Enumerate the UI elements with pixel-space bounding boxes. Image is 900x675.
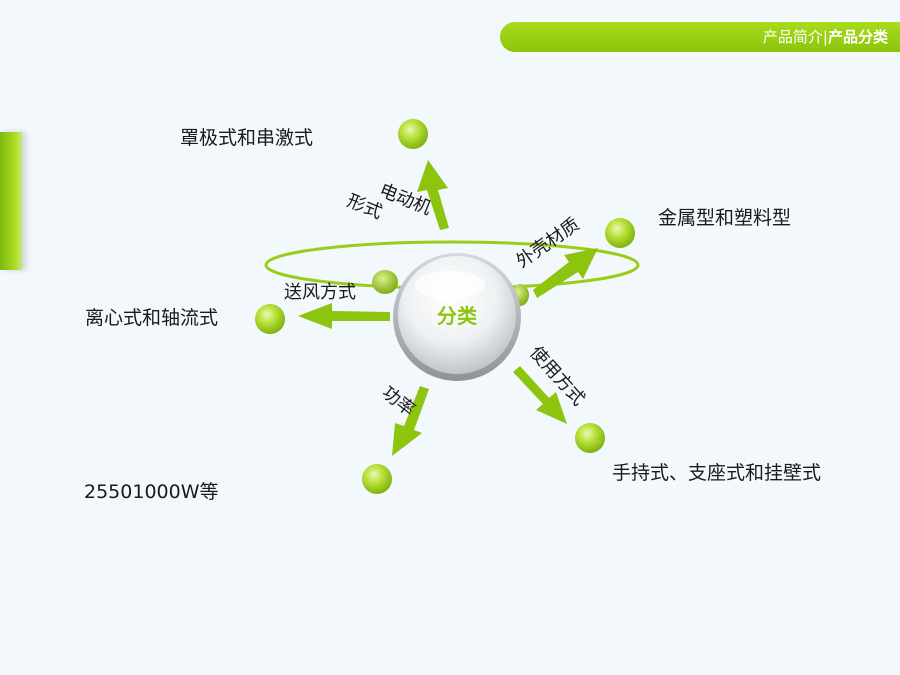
breadcrumb-current[interactable]: 产品分类	[827, 28, 888, 46]
arrow-air	[298, 303, 390, 329]
node-dot-usage	[575, 423, 605, 453]
center-node-label: 分类	[437, 304, 477, 328]
breadcrumb-separator: |	[822, 28, 828, 46]
leaf-label-usage: 手持式、支座式和挂壁式	[612, 462, 822, 484]
leaf-label-power: 25501000W等	[84, 481, 219, 503]
arrow-usage	[513, 366, 567, 424]
leaf-label-air: 离心式和轴流式	[85, 307, 219, 329]
leaf-label-shell: 金属型和塑料型	[658, 207, 792, 229]
leaf-label-motor: 罩极式和串激式	[180, 127, 314, 149]
node-dot-air	[255, 304, 285, 334]
arrow-motor	[417, 160, 449, 230]
header-bar: 产品简介|产品分类	[500, 22, 900, 52]
breadcrumb-intro[interactable]: 产品简介	[762, 28, 823, 46]
arrow-shell	[533, 248, 598, 298]
breadcrumb: 产品简介|产品分类	[763, 28, 888, 46]
connector-left	[372, 270, 398, 294]
arrow-power	[392, 386, 429, 456]
node-dot-motor	[398, 119, 428, 149]
branch-label-air: 送风方式	[284, 282, 356, 303]
node-dot-power	[362, 464, 392, 494]
left-accent-tab	[0, 132, 22, 270]
node-dot-shell	[605, 218, 635, 248]
center-node-highlight	[415, 271, 485, 299]
